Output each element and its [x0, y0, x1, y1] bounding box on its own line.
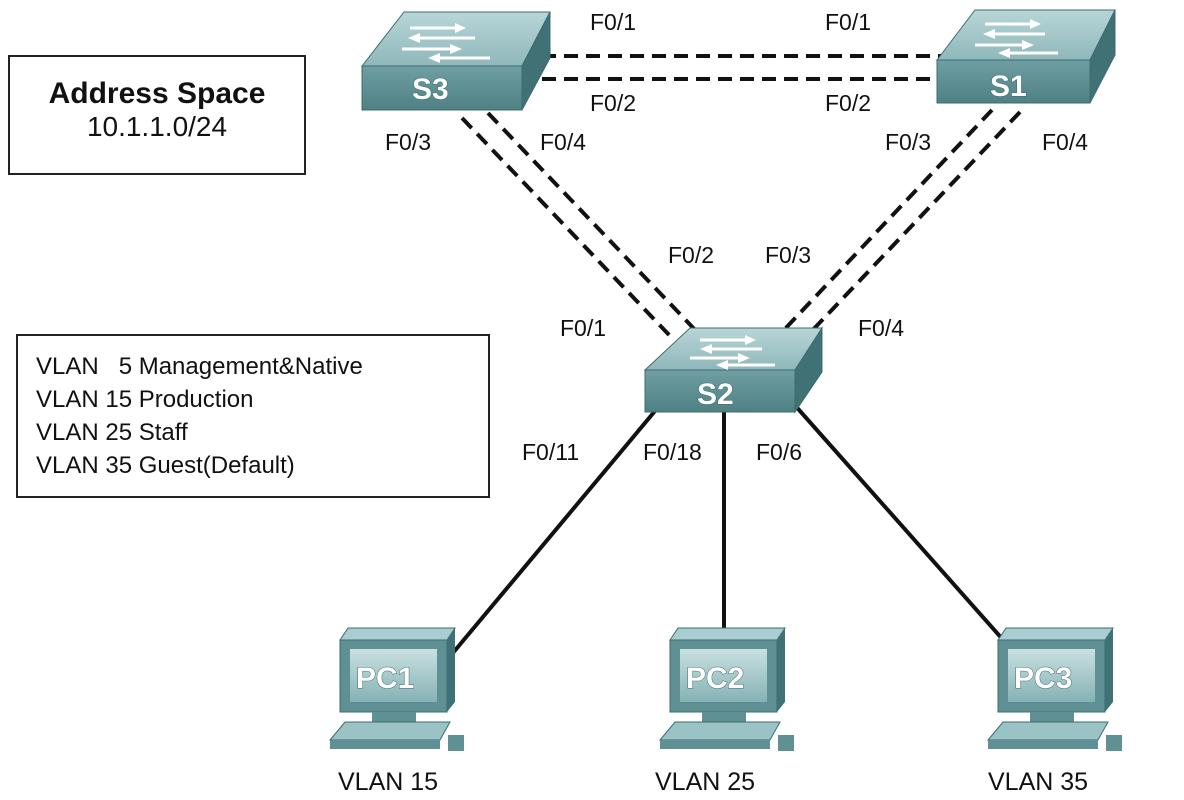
- pc1-label: PC1: [356, 662, 414, 695]
- port-label-s1-f01: F0/1: [825, 9, 871, 35]
- vlan-entry: VLAN 5 Management&Native: [36, 353, 363, 380]
- vlan-entry: VLAN 15 Production: [36, 386, 254, 413]
- switch-s1-icon[interactable]: S1: [935, 9, 1116, 104]
- pc2-vlan-label: VLAN 25: [655, 768, 755, 796]
- link-s3-s2-a: [460, 116, 674, 340]
- port-label-s2-f02: F0/2: [668, 242, 714, 268]
- link-s1-s2-a: [780, 108, 994, 334]
- port-label-s3-f02: F0/2: [590, 90, 636, 116]
- pc3-vlan-label: VLAN 35: [988, 768, 1088, 796]
- pc2-label: PC2: [686, 662, 744, 695]
- pc3-label: PC3: [1014, 662, 1072, 695]
- vlan-entry: VLAN 35 Guest(Default): [36, 452, 295, 479]
- port-label-s2-f06: F0/6: [756, 439, 802, 465]
- port-label-s2-f018: F0/18: [643, 439, 702, 465]
- switch-s3-label: S3: [412, 73, 449, 106]
- link-s2-pc3: [790, 400, 1007, 644]
- address-space-box: Address Space 10.1.1.0/24: [8, 55, 306, 175]
- port-label-s2-f011: F0/11: [522, 439, 579, 465]
- vlan-entry: VLAN 25 Staff: [36, 419, 188, 446]
- pc1-icon[interactable]: PC1: [328, 627, 464, 751]
- pc3-icon[interactable]: PC3: [986, 627, 1122, 751]
- link-s2-pc1: [445, 403, 662, 662]
- switch-s2-label: S2: [697, 378, 734, 411]
- switch-s3-icon[interactable]: S3: [360, 11, 551, 111]
- port-label-s3-f01: F0/1: [590, 9, 636, 35]
- port-label-s2-f01: F0/1: [560, 315, 606, 341]
- port-label-s1-f04: F0/4: [1042, 129, 1088, 155]
- port-label-s3-f04: F0/4: [540, 129, 586, 155]
- pc1-vlan-label: VLAN 15: [338, 768, 438, 796]
- switch-s2-icon[interactable]: S2: [643, 326, 823, 414]
- address-space-title: Address Space: [48, 77, 266, 110]
- pc2-icon[interactable]: PC2: [658, 627, 794, 751]
- port-label-s1-f02: F0/2: [825, 90, 871, 116]
- link-s3-s2-b: [486, 111, 702, 337]
- address-space-value: 10.1.1.0/24: [86, 111, 228, 142]
- port-label-s3-f03: F0/3: [385, 129, 431, 155]
- port-label-s2-f03: F0/3: [765, 242, 811, 268]
- switch-s1-label: S1: [990, 70, 1027, 103]
- port-label-s2-f04: F0/4: [858, 315, 904, 341]
- port-label-s1-f03: F0/3: [885, 129, 931, 155]
- vlan-legend-box: VLAN 5 Management&Native VLAN 15 Product…: [16, 334, 490, 498]
- link-s1-s2-b: [806, 110, 1022, 337]
